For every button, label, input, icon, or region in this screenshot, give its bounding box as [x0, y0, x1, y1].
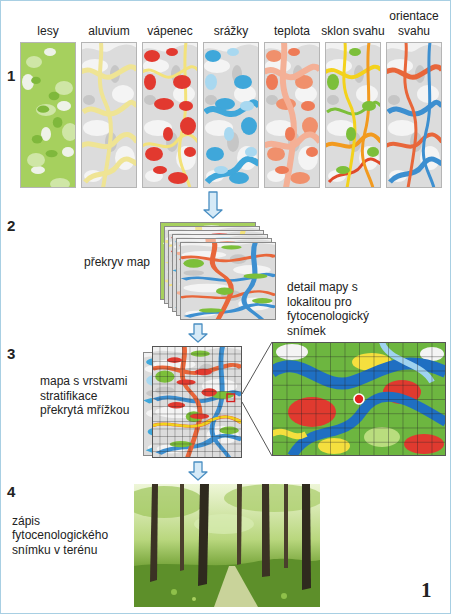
- node-caption: srážky: [199, 24, 263, 38]
- node-caption: detail mapy s lokalitou pro fytocenologi…: [287, 280, 405, 338]
- layer-map: aluvium: [81, 42, 137, 188]
- layer-map: teplota: [264, 42, 320, 188]
- node-caption: překryv map: [66, 255, 150, 269]
- node-label: srážky: [199, 24, 263, 38]
- detail-map: detail mapy s lokalitou pro fytocenologi…: [272, 342, 446, 456]
- node-label: zápis fytocenologického snímku v terénu: [12, 514, 128, 557]
- step-number: 1: [7, 68, 15, 83]
- layer-map: srážky: [203, 42, 259, 188]
- step-number: 2: [7, 218, 15, 233]
- zoom-lines: [242, 342, 272, 456]
- layer-map: sklon svahu: [325, 42, 381, 188]
- node-label: aluvium: [77, 24, 141, 38]
- layer-map: lesy: [20, 42, 76, 188]
- node-label: vápenec: [138, 24, 202, 38]
- node-caption: mapa s vrstvami stratifikace překrytá mř…: [40, 374, 140, 417]
- node-caption: lesy: [16, 24, 80, 38]
- flow-arrow: [204, 192, 222, 218]
- node-label: orientace svahu: [382, 9, 446, 38]
- layer-map: orientace svahu: [386, 42, 442, 188]
- figure-number: 1: [421, 580, 432, 601]
- node-caption: sklon svahu: [321, 24, 385, 38]
- node-caption: orientace svahu: [382, 9, 446, 38]
- node-label: překryv map: [66, 255, 150, 269]
- flow-arrow: [189, 324, 207, 342]
- node-caption: teplota: [260, 24, 324, 38]
- step-number: 3: [7, 346, 15, 361]
- layer-thumbnails: [20, 42, 442, 190]
- node-label: teplota: [260, 24, 324, 38]
- node-caption: vápenec: [138, 24, 202, 38]
- node-caption: aluvium: [77, 24, 141, 38]
- forest-photo: [124, 484, 324, 607]
- node-label: sklon svahu: [321, 24, 385, 38]
- node-label: lesy: [16, 24, 80, 38]
- detail-map: [272, 342, 446, 456]
- step-number: 4: [7, 484, 15, 499]
- grid-map: [143, 346, 242, 458]
- layer-map: vápenec: [142, 42, 198, 188]
- grid-map: mapa s vrstvami stratifikace překrytá mř…: [150, 346, 242, 458]
- node-caption: zápis fytocenologického snímku v terénu: [12, 514, 128, 557]
- map-stack: překryv map: [160, 222, 276, 320]
- map-stack: [160, 222, 276, 320]
- flow-arrow: [189, 462, 207, 480]
- field-photo: zápis fytocenologického snímku v terénu: [134, 484, 320, 607]
- node-label: detail mapy s lokalitou pro fytocenologi…: [287, 280, 405, 338]
- node-label: mapa s vrstvami stratifikace překrytá mř…: [40, 374, 140, 417]
